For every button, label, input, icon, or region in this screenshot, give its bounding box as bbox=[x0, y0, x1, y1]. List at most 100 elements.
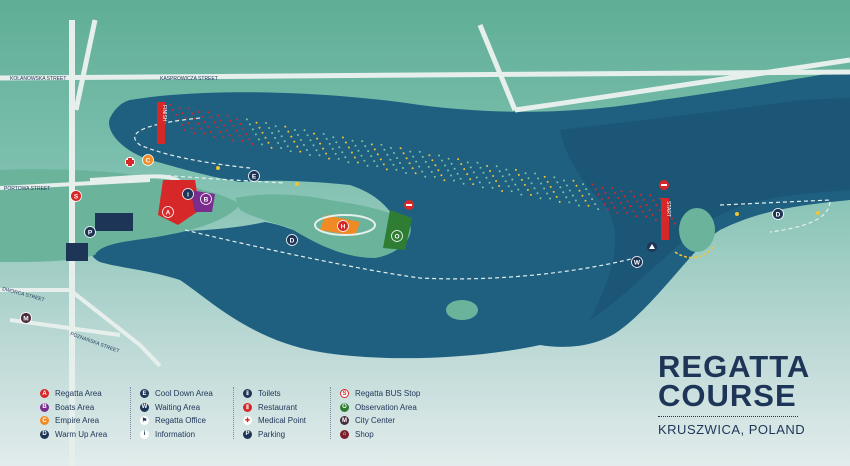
fork-icon: Ⅱ bbox=[243, 402, 252, 412]
course-paths bbox=[134, 117, 831, 280]
lane-marker bbox=[529, 193, 532, 196]
lane-marker bbox=[659, 197, 661, 200]
lane-marker bbox=[315, 149, 318, 152]
lane-marker bbox=[478, 181, 481, 184]
lane-marker bbox=[552, 190, 555, 193]
lane-marker bbox=[642, 198, 645, 201]
lane-marker bbox=[356, 161, 359, 164]
lane-marker bbox=[351, 139, 354, 142]
lane-marker bbox=[482, 171, 485, 174]
lane-marker bbox=[184, 129, 186, 131]
lane-marker bbox=[555, 195, 558, 198]
lane-marker bbox=[424, 160, 427, 163]
lane-marker bbox=[486, 165, 489, 167]
lane-marker bbox=[495, 165, 498, 168]
lane-marker bbox=[606, 208, 609, 211]
lane-marker bbox=[373, 148, 376, 151]
lane-marker bbox=[229, 134, 231, 137]
lane-marker bbox=[226, 129, 228, 132]
lane-marker bbox=[469, 166, 472, 169]
lane-marker bbox=[337, 157, 340, 160]
legend-label: Parking bbox=[258, 429, 286, 439]
lane-marker bbox=[316, 137, 319, 140]
lane-marker bbox=[393, 152, 395, 154]
parking-icon: P bbox=[243, 429, 252, 439]
lane-marker bbox=[341, 151, 344, 154]
parking-area-2 bbox=[66, 243, 88, 261]
lane-marker bbox=[553, 176, 556, 179]
lane-marker bbox=[296, 134, 299, 136]
lane-marker bbox=[526, 188, 529, 191]
lane-marker bbox=[549, 185, 552, 188]
lane-marker bbox=[629, 205, 632, 208]
lane-marker bbox=[379, 158, 382, 161]
lane-marker bbox=[169, 104, 171, 106]
lane-marker bbox=[226, 114, 229, 117]
lane-marker bbox=[209, 130, 212, 133]
lane-marker bbox=[459, 177, 462, 180]
lane-marker bbox=[428, 154, 431, 157]
legend-label: Waiting Area bbox=[155, 402, 201, 412]
lane-marker bbox=[463, 168, 466, 171]
legend-divider bbox=[130, 387, 131, 439]
buoy-marker bbox=[216, 166, 220, 170]
lane-marker bbox=[181, 124, 183, 126]
lane-marker bbox=[453, 179, 455, 182]
lane-marker bbox=[293, 129, 296, 131]
lane-marker bbox=[671, 217, 673, 220]
lane-marker bbox=[594, 188, 597, 191]
lane-marker bbox=[517, 173, 520, 176]
lane-marker bbox=[433, 175, 436, 178]
lane-marker bbox=[427, 165, 430, 168]
map-marker-label: C bbox=[146, 157, 151, 164]
lane-marker bbox=[438, 154, 440, 157]
lane-marker bbox=[639, 193, 642, 196]
subtitle: KRUSZWICA, POLAND bbox=[658, 422, 806, 437]
cross-icon: ✚ bbox=[243, 416, 252, 426]
cross-icon bbox=[125, 157, 135, 167]
lane-marker bbox=[450, 174, 452, 177]
lane-marker bbox=[492, 175, 495, 177]
lane-marker bbox=[232, 139, 234, 142]
lane-marker bbox=[562, 179, 565, 182]
lane-marker bbox=[418, 165, 421, 168]
lane-marker bbox=[213, 121, 216, 124]
observation-icon: O bbox=[340, 402, 349, 412]
lane-marker bbox=[264, 136, 267, 139]
lane-marker bbox=[620, 202, 622, 204]
lane-marker bbox=[610, 201, 613, 204]
lane-marker bbox=[421, 155, 424, 158]
lane-marker bbox=[193, 132, 196, 135]
lane-marker bbox=[280, 147, 283, 149]
title-line-2: COURSE bbox=[658, 378, 797, 413]
lane-marker bbox=[308, 154, 311, 156]
lane-marker bbox=[191, 112, 194, 115]
lane-marker bbox=[302, 144, 305, 146]
lane-marker bbox=[421, 170, 424, 173]
lane-marker bbox=[332, 136, 335, 139]
lane-marker bbox=[194, 117, 197, 120]
lane-marker bbox=[582, 183, 585, 186]
lane-marker bbox=[335, 141, 338, 144]
lane-marker bbox=[258, 126, 261, 129]
lane-marker bbox=[255, 121, 258, 124]
street-label-rzymska: KOLANOWSKA STREET bbox=[10, 76, 66, 82]
lane-marker bbox=[626, 200, 629, 203]
stop-sign-icon bbox=[404, 200, 414, 210]
lane-marker bbox=[594, 203, 597, 206]
map-marker-a bbox=[162, 206, 174, 218]
lane-marker bbox=[654, 218, 657, 221]
lane-marker bbox=[626, 212, 628, 214]
lane-marker bbox=[267, 141, 270, 144]
map-marker-label: H bbox=[341, 223, 346, 230]
lane-marker bbox=[616, 211, 619, 214]
legend-label: Restaurant bbox=[258, 402, 298, 412]
legend-label: Regatta Area bbox=[55, 389, 102, 399]
city-icon: M bbox=[340, 416, 349, 426]
east-island bbox=[679, 208, 715, 252]
lane-marker bbox=[613, 206, 616, 209]
lane-marker bbox=[367, 150, 370, 153]
lane-marker bbox=[443, 179, 446, 182]
